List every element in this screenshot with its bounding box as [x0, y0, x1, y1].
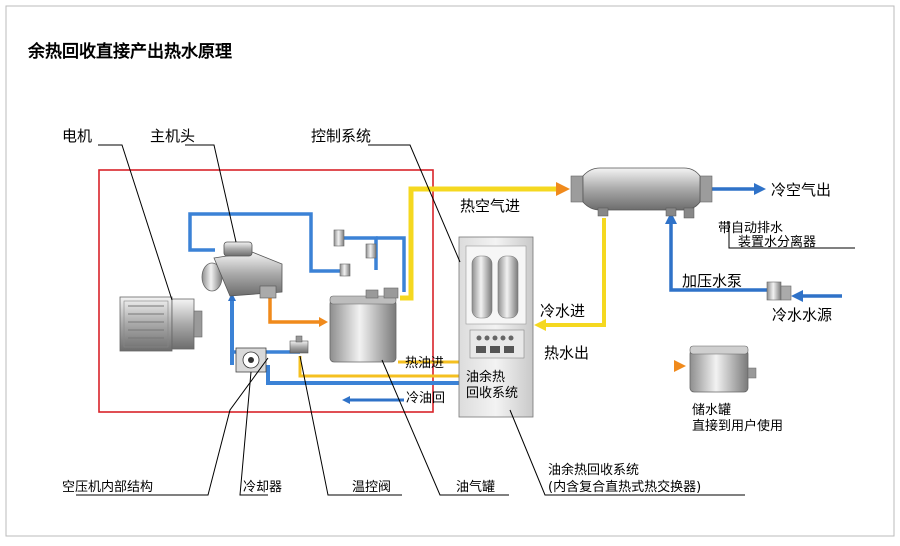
- label-cold-water-source: 冷水水源: [772, 306, 832, 324]
- label-cold-oil-return: 冷油回: [406, 391, 445, 406]
- label-hot-air-in: 热空气进: [460, 197, 520, 215]
- cold-oil-pipe-head: [188, 236, 215, 252]
- cold-water-in-arrowhead: [534, 319, 546, 331]
- motor-icon: [119, 296, 203, 352]
- label-storage-tank-2: 直接到用户使用: [692, 418, 783, 434]
- booster-pump-arrowhead: [665, 212, 677, 224]
- hot-water-out-arrowhead: [674, 360, 686, 372]
- label-storage-tank-1: 储水罐: [692, 403, 731, 418]
- label-unit-2: 回收系统: [466, 386, 518, 401]
- cold-air-out-arrowhead: [754, 183, 766, 195]
- cold-water-in-pipe: [540, 218, 606, 327]
- cold-oil-pipe-top: [188, 212, 342, 273]
- label-main-head: 主机头: [150, 127, 195, 145]
- label-booster-pump: 加压水泵: [682, 272, 742, 290]
- heat-recovery-unit-icon: [458, 236, 534, 418]
- oil-gas-tank-icon: [329, 287, 399, 363]
- label-hot-oil-in: 热油进: [405, 356, 444, 371]
- hot-air-arrowhead: [556, 182, 570, 196]
- label-drain-separator-1: 带自动排水: [718, 221, 783, 236]
- outer-frame: [5, 5, 895, 537]
- cooler-icon: [235, 347, 267, 373]
- label-control-system: 控制系统: [311, 127, 371, 145]
- label-thermo-valve: 温控阀: [352, 480, 391, 495]
- water-separator-icon: [570, 167, 713, 219]
- main-head-icon: [201, 241, 283, 299]
- label-compressor-internal: 空压机内部结构: [62, 479, 153, 495]
- cold-oil-return-pipe: [266, 365, 460, 385]
- head-to-tank-arrowhead: [319, 317, 328, 327]
- label-motor: 电机: [62, 127, 92, 145]
- label-cooler: 冷却器: [243, 480, 282, 495]
- label-oil-gas-tank: 油气罐: [456, 479, 495, 495]
- label-recovery-system-1: 油余热回收系统: [548, 462, 639, 478]
- label-recovery-system-2: (内含复合直热式热交换器): [548, 479, 701, 495]
- storage-tank-icon: [689, 345, 757, 393]
- valve-hot-oil-pipe: [298, 356, 462, 378]
- compressor-enclosure: [98, 169, 434, 413]
- diagram-title: 余热回收直接产出热水原理: [27, 41, 232, 62]
- label-hot-water-out: 热水出: [544, 344, 589, 362]
- head-to-tank-pipe: [268, 297, 324, 324]
- label-cold-air-out: 冷空气出: [771, 181, 831, 199]
- cold-water-source-arrowhead: [791, 290, 803, 302]
- booster-pump-pipe: [669, 218, 767, 292]
- label-unit-1: 油余热: [466, 369, 505, 385]
- check-valve-icon: [333, 229, 377, 277]
- label-cold-water-in: 冷水进: [540, 302, 585, 320]
- booster-pump-icon: [766, 281, 792, 301]
- cold-oil-pipe-right: [376, 236, 406, 292]
- label-drain-separator-2: 装置水分离器: [738, 234, 816, 250]
- leader-lines: [76, 144, 855, 496]
- thermo-valve-icon: [289, 335, 309, 354]
